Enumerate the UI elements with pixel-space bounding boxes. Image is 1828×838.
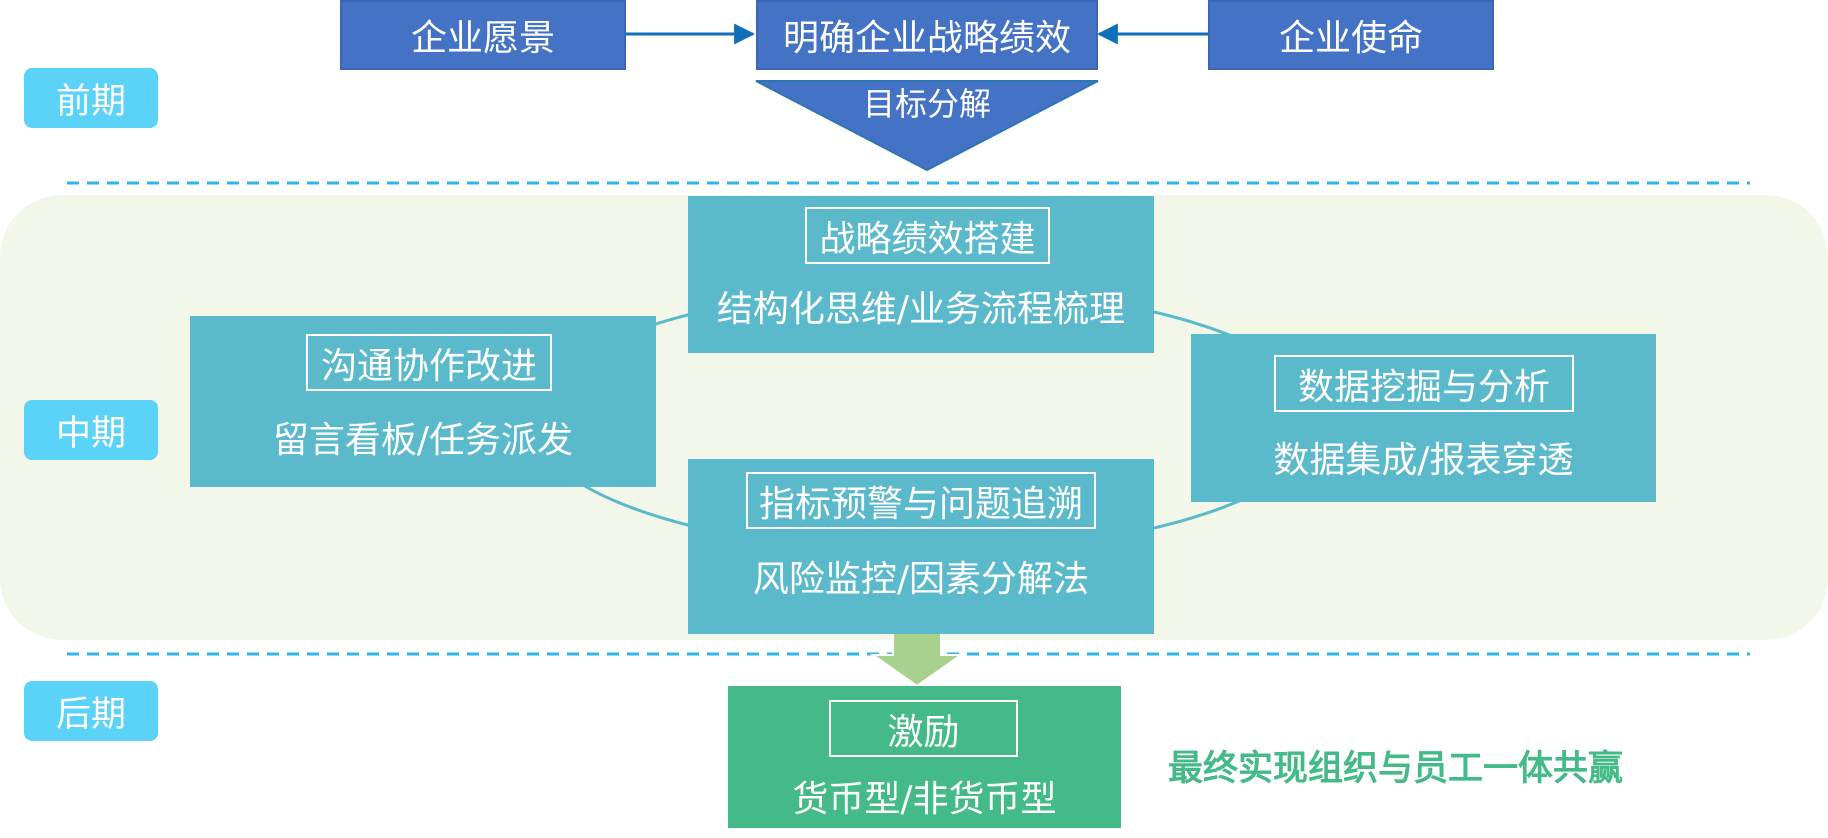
communication-detail: 留言看板/任务派发 [272,420,574,461]
warning-detail: 风险监控/因素分解法 [752,559,1090,600]
phase-tag-late: 后期 [24,681,158,741]
data-mining-title: 数据挖掘与分析 [1274,355,1574,412]
vision-box: 企业愿景 [340,0,626,70]
strategy-build-box: 战略绩效搭建 结构化思维/业务流程梳理 [688,196,1154,353]
strategy-build-title: 战略绩效搭建 [805,207,1050,264]
strategy-box: 明确企业战略绩效 [756,0,1098,70]
data-mining-detail: 数据集成/报表穿透 [1273,440,1574,481]
incentive-detail: 货币型/非货币型 [792,779,1057,820]
decompose-label: 目标分解 [862,85,991,123]
warning-box: 指标预警与问题追溯 风险监控/因素分解法 [688,459,1154,634]
incentive-box: 激励 货币型/非货币型 [728,686,1121,828]
data-mining-box: 数据挖掘与分析 数据集成/报表穿透 [1191,334,1656,502]
phase-tag-middle: 中期 [24,400,158,460]
incentive-title: 激励 [829,700,1018,757]
down-arrow [869,628,965,688]
slogan: 最终实现组织与员工一体共赢 [1168,748,1624,789]
communication-title: 沟通协作改进 [306,334,552,391]
mission-box: 企业使命 [1208,0,1494,70]
communication-box: 沟通协作改进 留言看板/任务派发 [190,316,656,487]
warning-title: 指标预警与问题追溯 [746,472,1096,529]
phase-tag-early: 前期 [24,68,158,128]
strategy-build-detail: 结构化思维/业务流程梳理 [716,289,1126,330]
decompose-triangle [755,80,1099,172]
